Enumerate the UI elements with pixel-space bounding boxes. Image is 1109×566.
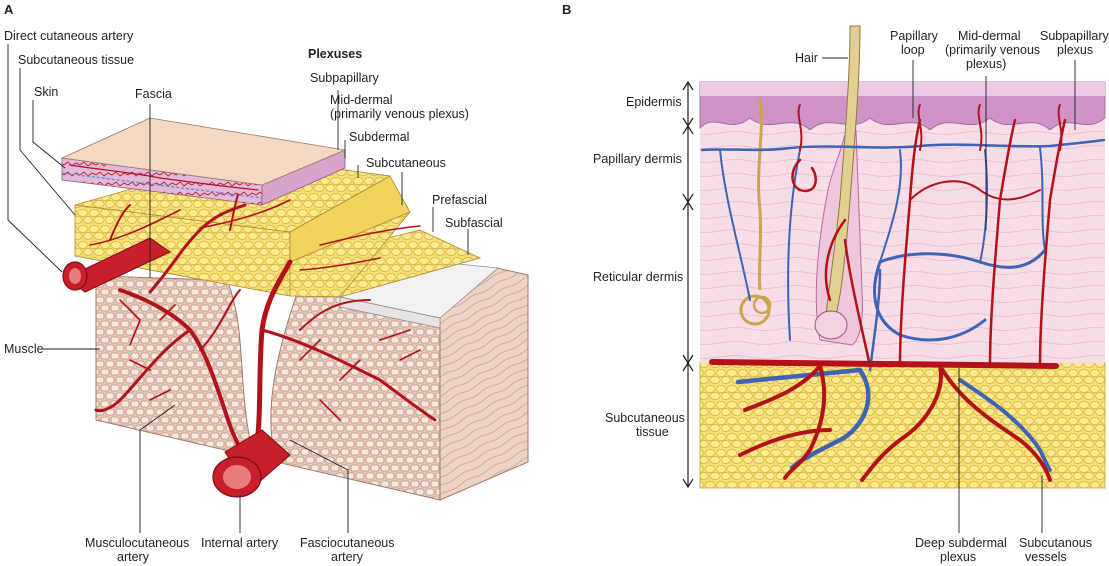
label-musculocutaneous: Musculocutaneous bbox=[85, 536, 189, 550]
panel-b: B bbox=[562, 2, 1109, 564]
label-subpapillary-b-2: plexus bbox=[1057, 43, 1093, 57]
panel-b-leaders bbox=[822, 57, 1076, 533]
label-subfascial: Subfascial bbox=[445, 216, 503, 230]
label-epidermis: Epidermis bbox=[626, 95, 682, 109]
subcutaneous-fat-layer bbox=[699, 361, 1106, 489]
panel-a-leaders bbox=[7, 44, 469, 533]
label-mid-dermal-b-2: (primarily venous bbox=[945, 43, 1040, 57]
label-hair: Hair bbox=[795, 51, 818, 65]
panel-a-arteries bbox=[62, 164, 437, 498]
label-fasciocutaneous-artery: artery bbox=[331, 550, 364, 564]
label-fascia: Fascia bbox=[135, 87, 172, 101]
label-reticular-dermis: Reticular dermis bbox=[593, 270, 683, 284]
label-subcutanous-vessels-2: vessels bbox=[1025, 550, 1067, 564]
label-subpapillary: Subpapillary bbox=[310, 71, 380, 85]
label-mid-dermal-sub: (primarily venous plexus) bbox=[330, 107, 469, 121]
label-subdermal: Subdermal bbox=[349, 130, 409, 144]
label-papillary-dermis: Papillary dermis bbox=[593, 152, 682, 166]
label-subpapillary-b: Subpapillary bbox=[1040, 29, 1109, 43]
label-fasciocutaneous: Fasciocutaneous bbox=[300, 536, 395, 550]
panel-a: A bbox=[4, 2, 529, 564]
label-muscle: Muscle bbox=[4, 342, 44, 356]
panel-b-label: B bbox=[562, 2, 571, 17]
label-skin: Skin bbox=[34, 85, 58, 99]
label-prefascial: Prefascial bbox=[432, 193, 487, 207]
label-subcutaneous-plexus: Subcutaneous bbox=[366, 156, 446, 170]
musculocutaneous-branch bbox=[118, 288, 252, 462]
muscle-block bbox=[95, 267, 529, 501]
panel-a-label: A bbox=[4, 2, 14, 17]
label-internal-artery: Internal artery bbox=[201, 536, 279, 550]
label-subcutaneous: Subcutaneous bbox=[605, 411, 685, 425]
label-mid-dermal-b-3: plexus) bbox=[966, 57, 1006, 71]
hair-bulb bbox=[814, 310, 848, 340]
deep-subdermal-plexus-vessel bbox=[709, 359, 1059, 369]
label-subcutaneous-tissue-b: tissue bbox=[636, 425, 669, 439]
label-papillary-loop: Papillary bbox=[890, 29, 939, 43]
label-mid-dermal-b: Mid-dermal bbox=[958, 29, 1021, 43]
label-deep-subdermal: Deep subdermal bbox=[915, 536, 1007, 550]
label-subcutanous-vessels: Subcutanous bbox=[1019, 536, 1092, 550]
panel-b-labels: Epidermis Papillary dermis Reticular der… bbox=[593, 29, 1109, 564]
label-musculocutaneous-artery: artery bbox=[117, 550, 150, 564]
sweat-gland bbox=[739, 97, 772, 326]
label-mid-dermal: Mid-dermal bbox=[330, 93, 393, 107]
label-direct-cutaneous-artery: Direct cutaneous artery bbox=[4, 29, 134, 43]
layer-brackets bbox=[682, 80, 694, 489]
label-deep-subdermal-2: plexus bbox=[940, 550, 976, 564]
panel-b-arteries bbox=[709, 104, 1067, 482]
label-papillary-loop-2: loop bbox=[901, 43, 925, 57]
fasciocutaneous-branch bbox=[252, 259, 293, 458]
label-plexuses-heading: Plexuses bbox=[308, 47, 362, 61]
panel-a-labels: Direct cutaneous artery Subcutaneous tis… bbox=[4, 29, 503, 564]
label-subcutaneous-tissue: Subcutaneous tissue bbox=[18, 53, 134, 67]
